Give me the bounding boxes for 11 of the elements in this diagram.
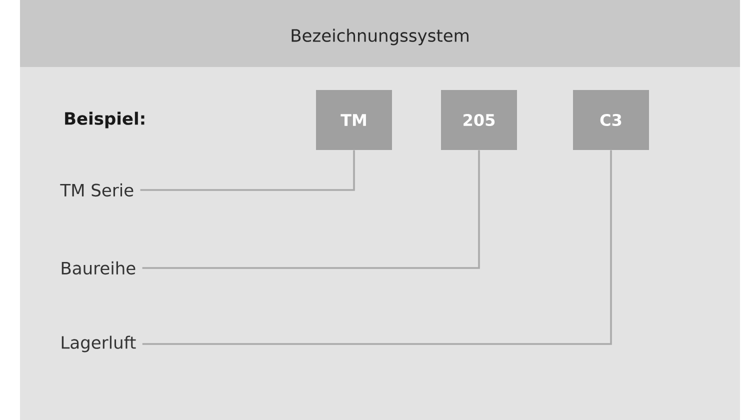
leader-line (140, 150, 355, 191)
header-band: Bezeichnungssystem (20, 0, 740, 67)
label-text: Beispiel: (65, 112, 144, 128)
leader-line (142, 150, 612, 345)
code-box: 205 (441, 90, 517, 150)
part-label: Baureihe (62, 261, 136, 275)
leader-line (142, 150, 480, 269)
code-box: C3 (573, 90, 649, 150)
code-box: TM (316, 90, 392, 150)
part-label: TM Serie (60, 183, 134, 197)
part-label: Lagerluft (62, 336, 136, 352)
